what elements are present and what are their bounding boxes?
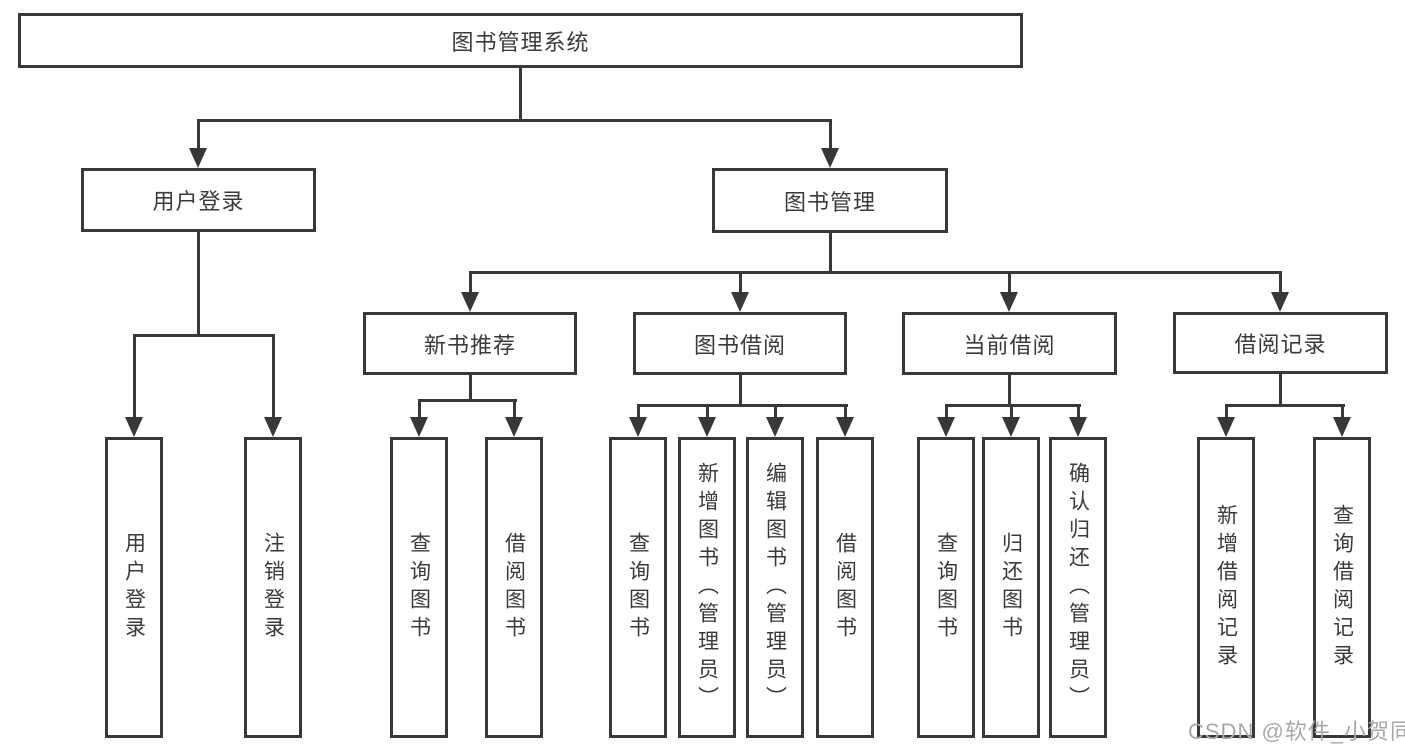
leaf-query-books-2-label: 查询图书 [626, 531, 650, 644]
connector-borrowing-records-rail [1225, 404, 1345, 407]
arrowhead-bb-edit-icon [766, 417, 784, 437]
leaf-add-borrow-record-label: 新增借阅记录 [1214, 503, 1238, 672]
node-new-book-recommendation: 新书推荐 [363, 312, 577, 375]
arrowhead-book-management-icon [821, 148, 839, 168]
connector-new-book-rail [418, 399, 517, 402]
connector-arrow-bb-query-shaft [637, 406, 640, 419]
node-book-management: 图书管理 [712, 168, 948, 233]
arrowhead-leaf-user-login-icon [125, 417, 143, 437]
node-library-management-system: 图书管理系统 [18, 13, 1023, 68]
connector-borrowing-records-stem [1279, 374, 1282, 407]
watermark-text: CSDN @软件_小贺同学 [1188, 719, 1405, 744]
connector-arrow-leaf-logout-shaft [272, 335, 275, 420]
arrowhead-br-add-icon [1217, 417, 1235, 437]
leaf-query-books-2: 查询图书 [609, 437, 667, 738]
connector-arrow-leaf-user-login-shaft [133, 335, 136, 420]
leaf-return-books: 归还图书 [982, 437, 1040, 738]
leaf-borrow-books-2: 借阅图书 [816, 437, 874, 738]
connector-arrow-br-add-shaft [1225, 406, 1228, 419]
arrowhead-leaf-logout-icon [264, 417, 282, 437]
node-book-borrowing: 图书借阅 [633, 312, 847, 375]
arrowhead-user-login-icon [189, 148, 207, 168]
leaf-borrow-books-2-label: 借阅图书 [833, 531, 857, 644]
leaf-confirm-return-admin-label: 确认归还（管理员） [1066, 461, 1090, 714]
leaf-user-login: 用户登录 [105, 437, 163, 738]
arrowhead-borrowing-records-icon [1271, 292, 1289, 312]
connector-book-borrowing-rail [637, 404, 848, 407]
connector-arrow-current-borrowing-shaft [1008, 273, 1011, 295]
leaf-query-books-3-label: 查询图书 [934, 531, 958, 644]
connector-new-book-stem [469, 375, 472, 402]
leaf-query-borrow-record: 查询借阅记录 [1313, 437, 1371, 738]
arrowhead-new-book-icon [461, 292, 479, 312]
connector-arrow-nb-borrow-shaft [513, 401, 516, 419]
leaf-query-books-3: 查询图书 [917, 437, 975, 738]
connector-arrow-br-query-shaft [1341, 406, 1344, 419]
connector-current-borrowing-stem [1008, 375, 1011, 407]
leaf-confirm-return-admin: 确认归还（管理员） [1049, 437, 1107, 738]
leaf-query-books-1: 查询图书 [390, 437, 448, 738]
connector-arrow-book-borrowing-shaft [739, 273, 742, 295]
leaf-query-books-1-label: 查询图书 [407, 531, 431, 644]
arrowhead-bb-add-icon [698, 417, 716, 437]
connector-level3-rail [469, 271, 1282, 274]
leaf-add-books-admin: 新增图书（管理员） [678, 437, 736, 738]
leaf-borrow-books-1-label: 借阅图书 [502, 531, 526, 644]
connector-current-borrowing-rail [945, 404, 1081, 407]
connector-arrow-book-management-shaft [829, 120, 832, 150]
connector-arrow-new-book-shaft [469, 273, 472, 295]
leaf-edit-books-admin-label: 编辑图书（管理员） [763, 461, 787, 714]
leaf-edit-books-admin: 编辑图书（管理员） [746, 437, 804, 738]
node-borrowing-records: 借阅记录 [1173, 312, 1388, 374]
connector-arrow-borrowing-records-shaft [1279, 273, 1282, 295]
arrowhead-cb-query-icon [937, 417, 955, 437]
arrowhead-book-borrowing-icon [731, 292, 749, 312]
connector-arrow-user-login-shaft [197, 120, 200, 150]
connector-user-login-stem [197, 230, 200, 337]
leaf-add-books-admin-label: 新增图书（管理员） [695, 461, 719, 714]
connector-arrow-nb-query-shaft [418, 401, 421, 419]
connector-arrow-bb-edit-shaft [774, 406, 777, 419]
leaf-return-books-label: 归还图书 [999, 531, 1023, 644]
leaf-logout-label: 注销登录 [261, 531, 285, 644]
node-current-borrowing: 当前借阅 [902, 312, 1117, 375]
arrowhead-nb-borrow-icon [505, 417, 523, 437]
leaf-logout: 注销登录 [244, 437, 302, 738]
node-user-login: 用户登录 [81, 168, 316, 232]
leaf-query-borrow-record-label: 查询借阅记录 [1330, 503, 1354, 672]
arrowhead-cb-confirm-icon [1069, 417, 1087, 437]
connector-book-borrowing-stem [739, 375, 742, 407]
arrowhead-cb-return-icon [1002, 417, 1020, 437]
arrowhead-nb-query-icon [410, 417, 428, 437]
connector-arrow-bb-borrow-shaft [844, 406, 847, 419]
connector-user-login-rail [133, 334, 275, 337]
arrowhead-current-borrowing-icon [1000, 292, 1018, 312]
arrowhead-bb-borrow-icon [836, 417, 854, 437]
connector-level2-rail [197, 119, 832, 122]
connector-arrow-bb-add-shaft [706, 406, 709, 419]
leaf-borrow-books-1: 借阅图书 [485, 437, 543, 738]
leaf-add-borrow-record: 新增借阅记录 [1197, 437, 1255, 738]
leaf-user-login-label: 用户登录 [122, 531, 146, 644]
connector-root-stem [519, 68, 522, 122]
connector-arrow-cb-query-shaft [945, 406, 948, 419]
arrowhead-bb-query-icon [629, 417, 647, 437]
arrowhead-br-query-icon [1333, 417, 1351, 437]
connector-arrow-cb-confirm-shaft [1077, 406, 1080, 419]
connector-arrow-cb-return-shaft [1010, 406, 1013, 419]
connector-book-management-stem [829, 232, 832, 274]
